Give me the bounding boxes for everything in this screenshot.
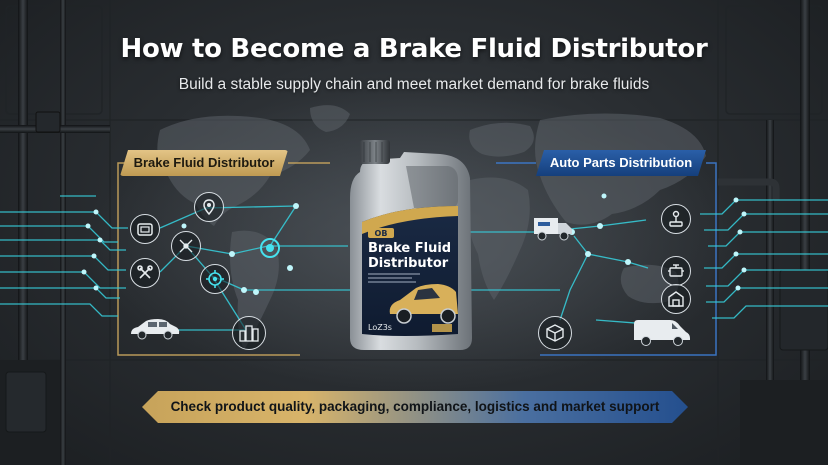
page-title: How to Become a Brake Fluid Distributor (120, 34, 708, 64)
wrench-tools-icon (130, 258, 160, 288)
page-subtitle: Build a stable supply chain and meet mar… (178, 76, 650, 93)
bottle-car-image (389, 284, 458, 324)
warehouse-icon (661, 284, 691, 314)
bottle-label-line1: Brake Fluid (368, 241, 451, 256)
joystick-icon (661, 204, 691, 234)
bottle-label-line2: Distributor (368, 256, 449, 271)
bottom-banner (142, 391, 688, 423)
sedan-car-icon (128, 314, 182, 347)
bottom-banner-text: Check product quality, packaging, compli… (170, 399, 660, 414)
cargo-van-icon (630, 314, 692, 353)
brake-fluid-bottle: OB Brake Fluid Distributor LoZ3s (350, 140, 472, 350)
bottle-brand-mark: OB (375, 229, 388, 238)
auto-parts-distribution-tag: Auto Parts Distribution (536, 150, 706, 176)
network-hub-icon (171, 231, 201, 261)
engine-icon (661, 256, 691, 286)
shipping-box-icon (538, 316, 572, 350)
delivery-truck-icon (532, 214, 574, 249)
location-pin-icon (194, 192, 224, 222)
gear-box-icon (130, 214, 160, 244)
gear-hub-icon (200, 264, 230, 294)
city-buildings-icon (232, 316, 266, 350)
bottle-volume-label: LoZ3s (368, 323, 392, 332)
brake-fluid-distributor-tag: Brake Fluid Distributor (120, 150, 288, 176)
